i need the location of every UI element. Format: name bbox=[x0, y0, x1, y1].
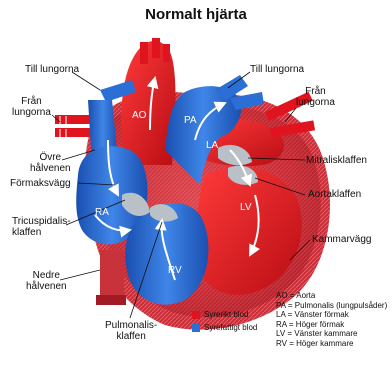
chamber-ra: RA bbox=[95, 207, 109, 218]
label-kammarvagg: Kammarvägg bbox=[312, 234, 371, 245]
abbreviation-key: AO = Aorta PA = Pulmonalis (lungpulsåder… bbox=[276, 291, 387, 348]
key-lv: LV = Vänster kammare bbox=[276, 329, 387, 339]
chamber-la: LA bbox=[206, 140, 218, 151]
label-mitralisklaffen: Mitralisklaffen bbox=[306, 155, 367, 166]
key-ao: AO = Aorta bbox=[276, 291, 387, 301]
chamber-lv: LV bbox=[240, 202, 252, 213]
label-aortaklaffen: Aortaklaffen bbox=[308, 189, 361, 200]
label-till-lungorna-left: Till lungorna bbox=[25, 64, 79, 75]
legend-swatch-blue bbox=[192, 324, 200, 332]
label-pulmonalisklaffen: Pulmonalis- klaffen bbox=[105, 320, 157, 342]
chamber-pa: PA bbox=[184, 115, 197, 126]
label-ovre-halvenen: Övre hålvenen bbox=[30, 152, 71, 174]
key-pa: PA = Pulmonalis (lungpulsåder) bbox=[276, 301, 387, 311]
label-fran-lungorna-left: Från lungorna bbox=[12, 96, 51, 118]
label-tricuspidalisklaffen: Tricuspidalis- klaffen bbox=[12, 216, 71, 238]
key-rv: RV = Höger kammare bbox=[276, 339, 387, 349]
legend-swatch-red bbox=[192, 311, 200, 319]
key-la: LA = Vänster förmak bbox=[276, 310, 387, 320]
legend-item-deoxygenated: Syrefattigt blod bbox=[192, 323, 257, 332]
label-formaksvagg: Förmaksvägg bbox=[10, 178, 71, 189]
key-ra: RA = Höger förmak bbox=[276, 320, 387, 330]
label-till-lungorna-right: Till lungorna bbox=[250, 64, 304, 75]
label-fran-lungorna-right: Från lungorna bbox=[296, 86, 335, 108]
chamber-rv: RV bbox=[168, 265, 182, 276]
legend-item-oxygenated: Syrerikt blod bbox=[192, 310, 248, 319]
label-nedre-halvenen: Nedre hålvenen bbox=[26, 270, 67, 292]
chamber-ao: AO bbox=[132, 110, 146, 121]
